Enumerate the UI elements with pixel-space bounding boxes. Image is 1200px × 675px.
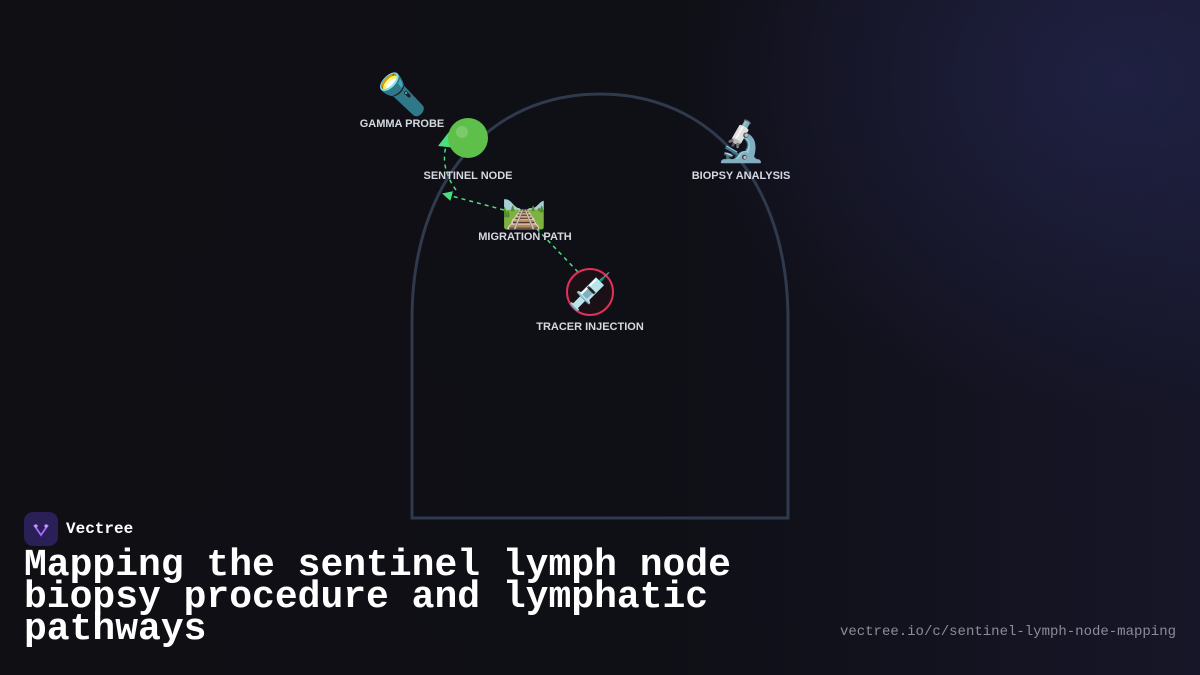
green-circle-icon xyxy=(448,118,488,158)
gamma-probe-label: GAMMA PROBE xyxy=(360,118,445,130)
node-tracer-injection[interactable]: 💉 TRACER INJECTION xyxy=(536,268,644,333)
flashlight-icon: 🔦 xyxy=(377,71,427,118)
source-url[interactable]: vectree.io/c/sentinel-lymph-node-mapping xyxy=(839,624,1176,640)
node-biopsy-analysis[interactable]: 🔬 BIOPSY ANALYSIS xyxy=(692,117,791,182)
migration-path-label: MIGRATION PATH xyxy=(478,231,572,243)
syringe-icon: 💉 xyxy=(568,271,613,313)
railway-track-icon: 🛤️ xyxy=(502,190,547,231)
sentinel-node-label: SENTINEL NODE xyxy=(423,170,512,182)
edge-migration-to-sentinel xyxy=(442,191,505,211)
brand-name: Vectree xyxy=(66,520,134,538)
brand[interactable]: Vectree xyxy=(24,512,133,546)
page-title: Mapping the sentinel lymph node biopsy p… xyxy=(24,544,731,651)
tracer-injection-label: TRACER INJECTION xyxy=(536,321,644,333)
vectree-logo-icon xyxy=(24,512,58,546)
edge-tracer-to-migration xyxy=(535,227,579,273)
node-sentinel-node[interactable]: SENTINEL NODE xyxy=(423,118,513,182)
arch-frame xyxy=(410,92,790,520)
biopsy-analysis-label: BIOPSY ANALYSIS xyxy=(692,170,791,182)
green-circle-highlight xyxy=(456,126,468,138)
node-migration-path[interactable]: 🛤️ MIGRATION PATH xyxy=(478,190,572,243)
highlight-ring xyxy=(566,268,614,316)
edge-sentinel-to-gamma xyxy=(443,145,457,191)
node-gamma-probe[interactable]: 🔦 GAMMA PROBE xyxy=(360,71,445,130)
microscope-icon: 🔬 xyxy=(716,117,766,165)
